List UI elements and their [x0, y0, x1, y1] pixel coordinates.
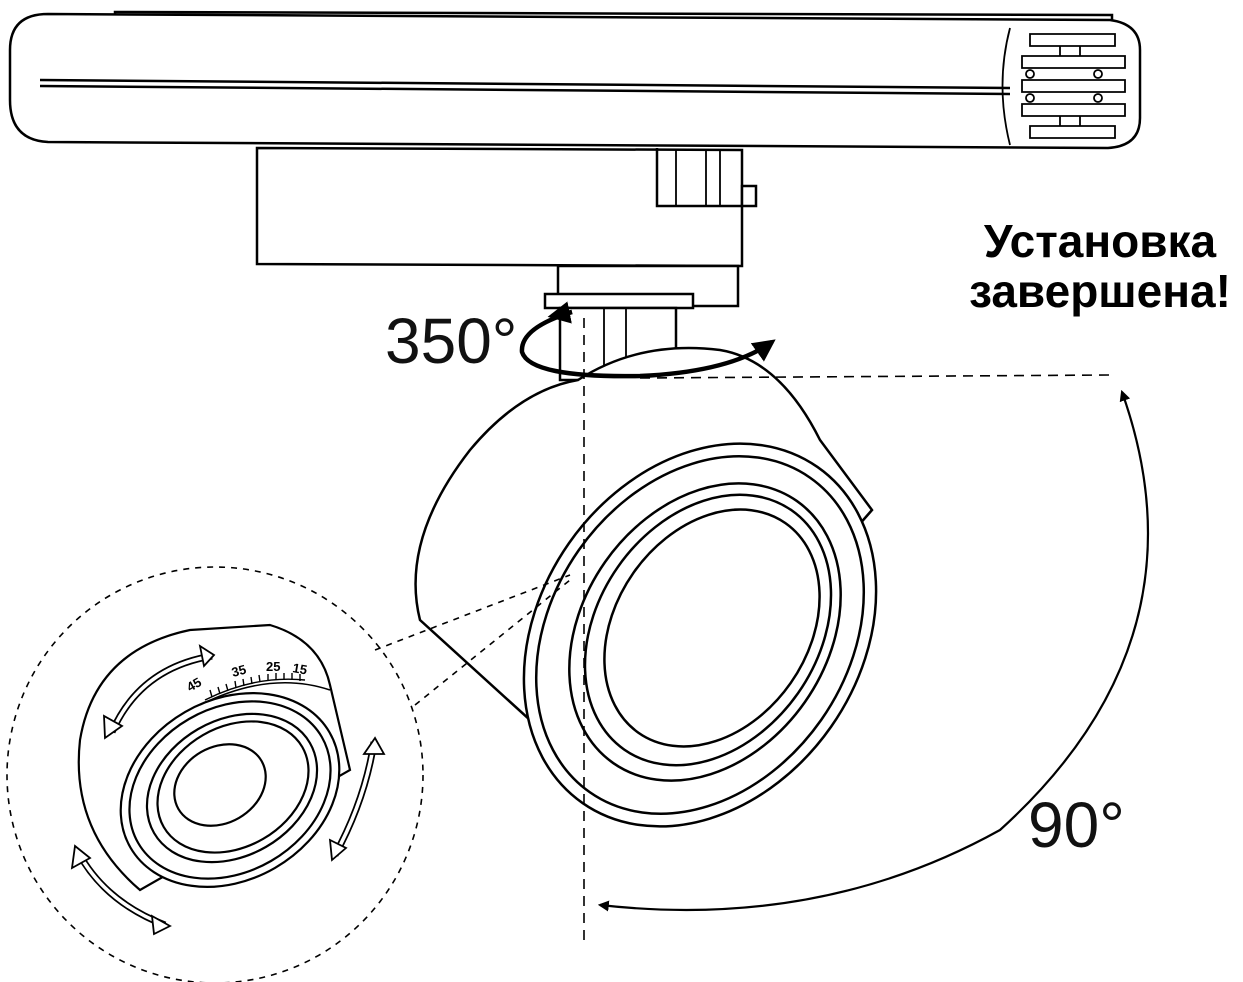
- track-rail: [8, 10, 1142, 150]
- tick-label-35: 35: [230, 662, 248, 680]
- track-adapter: [255, 146, 758, 268]
- beam-angle-scale: [204, 673, 306, 701]
- caption-line-2: завершена!: [969, 265, 1231, 317]
- rotation-angle-label: 350°: [385, 305, 518, 377]
- tick-label-15: 15: [291, 660, 308, 677]
- axis-lines: [583, 318, 1111, 945]
- tick-label-45: 45: [184, 674, 204, 694]
- rail-end-profile: [1001, 27, 1126, 146]
- caption-line-1: Установка: [983, 215, 1217, 267]
- tilt-angle-label: 90°: [1028, 789, 1125, 861]
- tilt-arc: [597, 389, 1150, 912]
- detail-lens-head: [77, 623, 352, 892]
- detail-callout: [6, 566, 571, 982]
- rotation-arrow: [519, 301, 776, 379]
- tick-label-25: 25: [266, 659, 280, 674]
- lamp-head: [414, 346, 878, 828]
- detail-adjust-arrows: [70, 644, 386, 936]
